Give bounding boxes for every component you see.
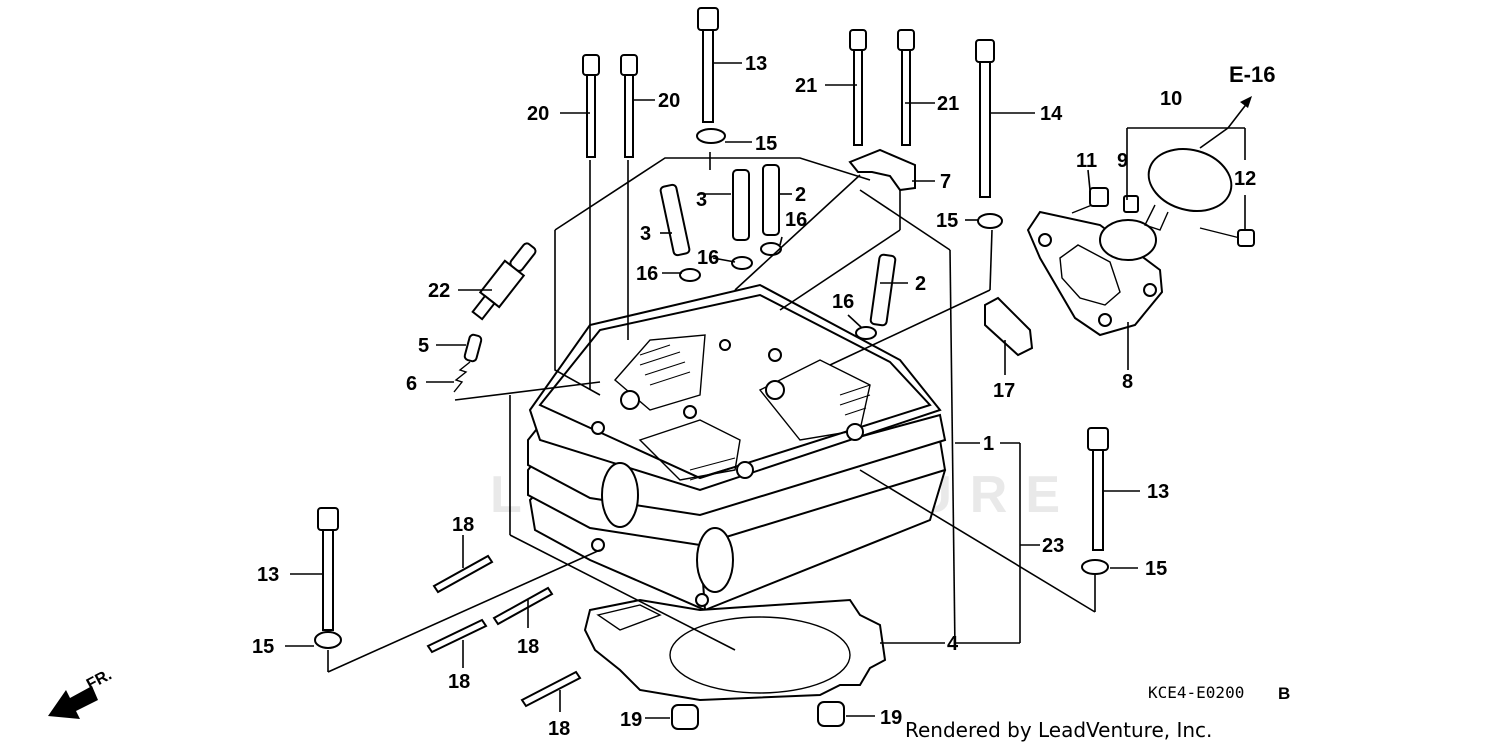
callout-17: 17 [993,380,1015,402]
callout-1: 1 [983,433,994,455]
callout-5: 5 [418,335,429,357]
bolt-13-left [317,507,339,631]
spring-6 [453,361,471,393]
bolt-14 [975,39,995,198]
callout-18-d: 18 [548,718,570,740]
bolt-20-left [582,54,600,158]
dowel-pin-right [817,701,845,727]
seal-16-d [855,326,877,340]
callout-20-right: 20 [658,90,680,112]
insulator-8 [1026,210,1164,337]
washer-15-left [314,631,342,649]
callout-13-right: 13 [1147,481,1169,503]
dowel-pin-left [671,704,699,730]
leader-lines [285,62,1249,719]
credit-text: Rendered by LeadVenture, Inc. [905,718,1212,742]
gasket-17 [984,296,1034,357]
studs-18 [426,554,582,708]
callout-15-right: 15 [936,210,958,232]
callout-9: 9 [1117,150,1128,172]
callout-3-upper: 3 [696,189,707,211]
drawing-code: KCE4-E0200 [1148,683,1244,702]
pin-5 [463,333,483,363]
seal-16-b [731,256,753,270]
callout-16-middle: 16 [697,247,719,269]
callout-7: 7 [940,171,951,193]
clip-9 [1123,195,1139,213]
bolt-13-top [697,7,719,123]
callout-15-left: 15 [252,636,274,658]
callout-4: 4 [947,633,959,655]
valve-guides [659,164,897,327]
callout-16-left: 16 [636,263,658,285]
callout-15-top: 15 [755,133,777,155]
callout-18-c: 18 [448,671,470,693]
bracket-7 [848,148,916,192]
callout-21-left: 21 [795,75,817,97]
callout-18-a: 18 [452,514,474,536]
cylinder-head [527,283,947,612]
callout-19-left: 19 [620,709,642,731]
callout-11: 11 [1076,150,1097,172]
callout-16-right: 16 [832,291,854,313]
callout-18-b: 18 [517,636,539,658]
callout-3-left: 3 [640,223,651,245]
washer-15-right [977,213,1003,229]
seal-16-c [760,242,782,256]
drawing-code-suffix: B [1278,684,1290,703]
callout-15-lower-right: 15 [1145,558,1167,580]
bolt-13-right [1087,427,1109,551]
callout-2-upper: 2 [795,184,806,206]
callout-12: 12 [1234,168,1256,190]
bolt-12 [1199,227,1255,247]
bolt-21-left [849,29,867,146]
callout-2-right: 2 [915,273,926,295]
callout-16-upper: 16 [785,209,807,231]
washer-15-lower-right [1081,559,1109,575]
reference-label: E-16 [1229,62,1275,87]
seal-16-a [679,268,701,282]
callout-20-left: 20 [527,103,549,125]
callout-13-left: 13 [257,564,279,586]
callout-10: 10 [1160,88,1182,110]
arrowhead-icon [1240,96,1252,108]
callout-22: 22 [428,280,450,302]
front-direction-arrow-icon [48,686,98,719]
bolt-21-right [897,29,915,146]
callout-19-right: 19 [880,707,902,729]
bolt-20-right [620,54,638,158]
callout-14: 14 [1040,103,1063,125]
spark-plug [471,242,537,321]
callout-23: 23 [1042,535,1064,557]
callout-13-top: 13 [745,53,767,75]
callout-6: 6 [406,373,417,395]
washer-15-top [696,128,726,144]
screw-11 [1071,187,1109,214]
band-10 [1144,148,1233,231]
callout-8: 8 [1122,371,1133,393]
callout-21-right: 21 [937,93,959,115]
